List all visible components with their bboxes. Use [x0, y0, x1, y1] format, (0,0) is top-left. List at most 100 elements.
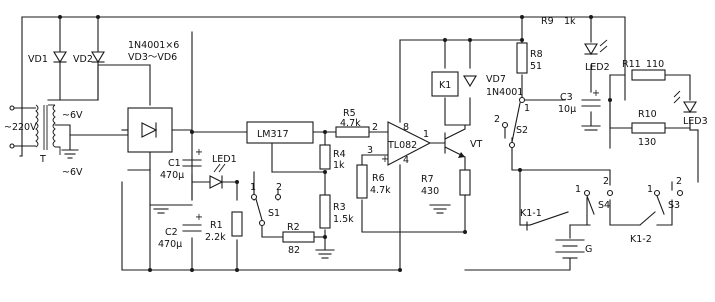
led-led3	[673, 90, 697, 114]
label-r2-val: 82	[288, 245, 300, 256]
label-r11-val: 110	[646, 59, 664, 70]
relay-k1	[431, 71, 459, 97]
label-vd7: VD7	[486, 74, 506, 85]
label-r7-val: 430	[421, 186, 439, 197]
label-pin4: 4	[403, 155, 409, 166]
label-r1: R1	[210, 220, 223, 231]
bridge-rectifier	[121, 107, 193, 171]
label-battery: G	[585, 244, 592, 255]
label-ac-in: ~220V	[4, 122, 37, 133]
resistor-r6	[356, 164, 368, 199]
label-diode-range: VD3～VD6	[128, 52, 177, 63]
label-s3-p1: 1	[647, 184, 653, 195]
label-s4: S4	[598, 200, 610, 211]
resistor-r8	[516, 42, 528, 74]
label-r3: R3	[333, 202, 346, 213]
label-k1: K1	[439, 80, 451, 91]
label-r8: R8	[530, 49, 543, 60]
label-r5-val: 4.7k	[340, 118, 361, 129]
opamp-tl082	[387, 121, 432, 166]
label-opamp: TL082	[387, 140, 417, 151]
label-opamp-plus: +	[381, 154, 389, 165]
junction-dots	[58, 15, 612, 272]
switch-s2	[501, 96, 526, 149]
label-s3: S3	[668, 200, 680, 211]
battery-g	[555, 239, 585, 259]
label-s1-p2: 2	[276, 182, 282, 193]
label-r7: R7	[421, 174, 434, 185]
resistor-r2	[282, 231, 315, 243]
label-r6-val: 4.7k	[370, 185, 391, 196]
ground-symbol-r2	[315, 249, 335, 259]
label-pin3: 3	[367, 145, 373, 156]
label-r2: R2	[287, 222, 300, 233]
led-led1	[209, 163, 226, 189]
transformer-t	[9, 104, 79, 159]
label-k1-1: K1-1	[520, 208, 542, 219]
label-r4-val: 1k	[333, 160, 345, 171]
label-sec-top: ~6V	[62, 110, 83, 121]
label-c2: C2	[165, 227, 178, 238]
diode-vd1	[53, 51, 67, 64]
resistor-r1	[231, 211, 243, 237]
capacitor-c1	[182, 159, 202, 167]
label-r11: R11	[622, 59, 641, 70]
label-vt: VT	[470, 139, 482, 150]
diode-vd2	[91, 51, 105, 64]
label-r8-val: 51	[530, 61, 542, 72]
label-c3-val: 10μ	[558, 104, 576, 115]
label-k1-2: K1-2	[630, 234, 652, 245]
capacitor-c3	[581, 99, 601, 107]
wiring	[19, 16, 699, 271]
label-pin1: 1	[423, 129, 429, 140]
label-s2-p2: 2	[494, 114, 500, 125]
label-pin8: 8	[403, 122, 409, 133]
resistor-r7	[459, 169, 471, 196]
label-c2-val: 470μ	[158, 239, 182, 250]
label-vd2: VD2	[73, 54, 93, 65]
label-c3-plus: +	[592, 88, 600, 99]
label-s4-p1: 1	[575, 184, 581, 195]
label-s2: S2	[516, 125, 528, 136]
ground-symbol	[149, 204, 173, 214]
label-r10-val: 130	[638, 137, 656, 148]
label-vd7-type: 1N4001	[486, 87, 523, 98]
label-c1-val: 470μ	[160, 170, 184, 181]
switch-s4	[583, 189, 614, 215]
ground-symbol-r7	[429, 204, 451, 214]
label-r10: R10	[638, 109, 657, 120]
resistor-r5	[335, 126, 370, 138]
label-led3: LED3	[683, 116, 708, 127]
label-c1: C1	[168, 158, 181, 169]
label-c2-plus: +	[195, 212, 203, 223]
resistor-r10	[631, 122, 666, 134]
label-led2: LED2	[585, 62, 610, 73]
label-r5: R5	[343, 108, 356, 119]
label-c3: C3	[560, 92, 573, 103]
label-transformer: T	[39, 154, 46, 165]
resistor-r11	[631, 69, 666, 81]
label-pin2: 2	[372, 122, 378, 133]
label-c1-plus: +	[195, 147, 203, 158]
ground-symbol-c3	[581, 125, 601, 131]
label-sec-bot: ~6V	[62, 167, 83, 178]
label-s4-p2: 2	[603, 176, 609, 187]
relay-contact-k1-1	[526, 211, 569, 231]
label-lm317: LM317	[257, 129, 289, 140]
label-r6: R6	[372, 173, 385, 184]
label-s3-p2: 2	[676, 176, 682, 187]
diode-vd7	[463, 75, 477, 88]
label-r4: R4	[333, 149, 346, 160]
label-s1-p1: 1	[250, 182, 256, 193]
label-vd1: VD1	[28, 54, 48, 65]
resistor-r3	[319, 194, 331, 229]
led-led2	[584, 39, 608, 56]
capacitor-c2	[182, 224, 202, 232]
label-r1-val: 2.2k	[205, 232, 226, 243]
switch-s3	[653, 189, 684, 215]
regulator-lm317	[246, 121, 314, 144]
label-r9-val: 1k	[564, 16, 576, 27]
transistor-vt	[444, 124, 466, 163]
resistor-r4	[319, 144, 331, 170]
